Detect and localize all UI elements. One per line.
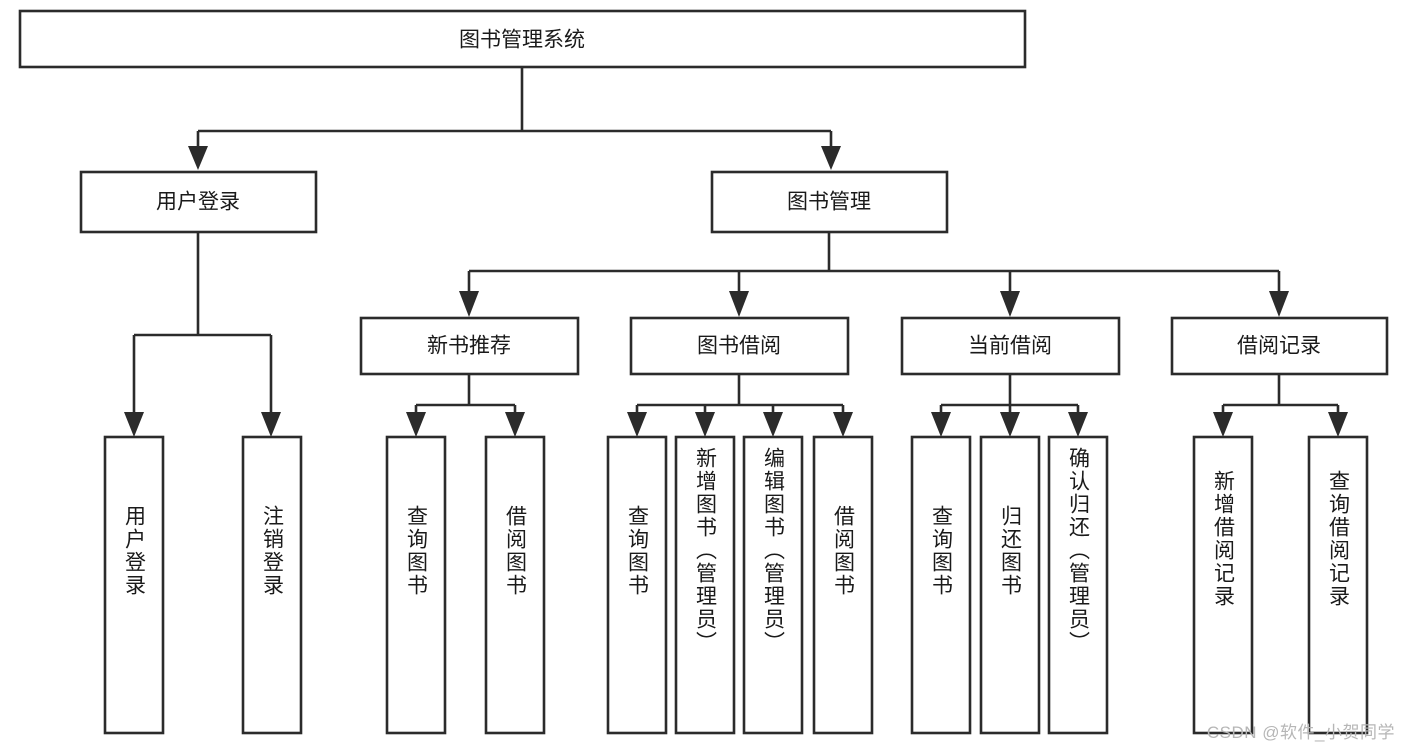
node-leaf-query-record-box: [1307, 435, 1369, 735]
node-leaf-query-book-3-box: [910, 435, 972, 735]
node-book-borrow[interactable]: 图书借阅: [629, 316, 850, 376]
node-new-book-recommend[interactable]: 新书推荐: [359, 316, 580, 376]
node-leaf-query-book-3-label: 查询图书: [930, 505, 954, 597]
node-leaf-borrow-book-2[interactable]: 借阅图书: [812, 435, 874, 735]
node-leaf-query-book-2-box: [606, 435, 668, 735]
node-leaf-logout-login-box: [241, 435, 303, 735]
arrow-icon-to-book-management: [821, 146, 841, 170]
node-leaf-borrow-book-2-box: [812, 435, 874, 735]
node-current-borrow-box: [900, 316, 1121, 376]
node-book-borrow-box: [629, 316, 850, 376]
node-user-login-label: 用户登录: [156, 191, 240, 214]
arrow-icon-to-leaf-add-record: [1213, 412, 1233, 437]
arrow-icon-to-leaf-query-book-1: [406, 412, 426, 437]
node-leaf-logout-login[interactable]: 注销登录: [241, 435, 303, 735]
node-leaf-edit-book-label: 编辑图书（管理员）: [762, 447, 786, 654]
node-leaf-add-book-box: [674, 435, 736, 735]
arrow-icon-to-leaf-query-book-3: [931, 412, 951, 437]
node-leaf-query-record-label: 查询借阅记录: [1327, 470, 1351, 608]
node-leaf-confirm-return[interactable]: 确认归还（管理员）: [1047, 435, 1109, 735]
node-leaf-borrow-book-1-box: [484, 435, 546, 735]
arrow-icon-to-current-borrow: [1000, 291, 1020, 317]
node-borrow-record[interactable]: 借阅记录: [1170, 316, 1389, 376]
node-leaf-confirm-return-box: [1047, 435, 1109, 735]
node-book-borrow-label: 图书借阅: [697, 335, 781, 358]
arrow-icon-to-leaf-query-record: [1328, 412, 1348, 437]
node-leaf-return-book-label: 归还图书: [999, 505, 1023, 597]
arrow-icon-to-book-borrow: [729, 291, 749, 317]
node-borrow-record-label: 借阅记录: [1237, 335, 1321, 358]
node-leaf-confirm-return-label: 确认归还（管理员）: [1067, 447, 1091, 654]
node-leaf-user-login-label: 用户登录: [123, 505, 147, 597]
arrow-icon-to-leaf-user-login: [124, 412, 144, 437]
node-leaf-add-book-label: 新增图书（管理员）: [694, 447, 718, 654]
arrow-icon-to-leaf-confirm-return: [1068, 412, 1088, 437]
node-root-book-management-system[interactable]: 图书管理系统: [18, 9, 1027, 69]
node-root-box: [18, 9, 1027, 69]
node-leaf-edit-book[interactable]: 编辑图书（管理员）: [742, 435, 804, 735]
node-borrow-record-box: [1170, 316, 1389, 376]
node-leaf-query-book-2-label: 查询图书: [626, 505, 650, 597]
node-leaf-add-record[interactable]: 新增借阅记录: [1192, 435, 1254, 735]
arrow-icon-to-leaf-add-book: [695, 412, 715, 437]
node-leaf-return-book-box: [979, 435, 1041, 735]
node-leaf-return-book[interactable]: 归还图书: [979, 435, 1041, 735]
node-user-login[interactable]: 用户登录: [79, 170, 318, 234]
arrow-icon-to-leaf-borrow-book-1: [505, 412, 525, 437]
node-new-book-recommend-label: 新书推荐: [427, 335, 511, 358]
node-leaf-query-record[interactable]: 查询借阅记录: [1307, 435, 1369, 735]
node-leaf-add-book[interactable]: 新增图书（管理员）: [674, 435, 736, 735]
node-leaf-query-book-3[interactable]: 查询图书: [910, 435, 972, 735]
node-book-management[interactable]: 图书管理: [710, 170, 949, 234]
node-leaf-logout-login-label: 注销登录: [261, 505, 285, 597]
node-leaf-borrow-book-1[interactable]: 借阅图书: [484, 435, 546, 735]
arrow-icon-to-leaf-query-book-2: [627, 412, 647, 437]
node-leaf-query-book-2[interactable]: 查询图书: [606, 435, 668, 735]
node-book-management-label: 图书管理: [787, 191, 871, 214]
arrow-icon-to-borrow-record: [1269, 291, 1289, 317]
node-root-label: 图书管理系统: [459, 29, 585, 52]
node-leaf-add-record-label: 新增借阅记录: [1212, 470, 1236, 608]
node-leaf-query-book-1-box: [385, 435, 447, 735]
node-leaf-user-login-box: [103, 435, 165, 735]
node-current-borrow[interactable]: 当前借阅: [900, 316, 1121, 376]
node-new-book-recommend-box: [359, 316, 580, 376]
arrow-icon-to-user-login: [188, 146, 208, 170]
arrow-icon-to-leaf-borrow-book-2: [833, 412, 853, 437]
node-book-management-box: [710, 170, 949, 234]
arrow-icon-to-new-book-recommend: [459, 291, 479, 317]
node-leaf-add-record-box: [1192, 435, 1254, 735]
node-leaf-query-book-1-label: 查询图书: [405, 505, 429, 597]
arrow-icon-to-leaf-return-book: [1000, 412, 1020, 437]
node-leaf-user-login[interactable]: 用户登录: [103, 435, 165, 735]
arrow-icon-to-leaf-edit-book: [763, 412, 783, 437]
node-current-borrow-label: 当前借阅: [968, 335, 1052, 358]
node-leaf-borrow-book-1-label: 借阅图书: [504, 505, 528, 597]
arrow-icon-to-leaf-logout-login: [261, 412, 281, 437]
node-leaf-query-book-1[interactable]: 查询图书: [385, 435, 447, 735]
node-leaf-edit-book-box: [742, 435, 804, 735]
node-leaf-borrow-book-2-label: 借阅图书: [832, 505, 856, 597]
